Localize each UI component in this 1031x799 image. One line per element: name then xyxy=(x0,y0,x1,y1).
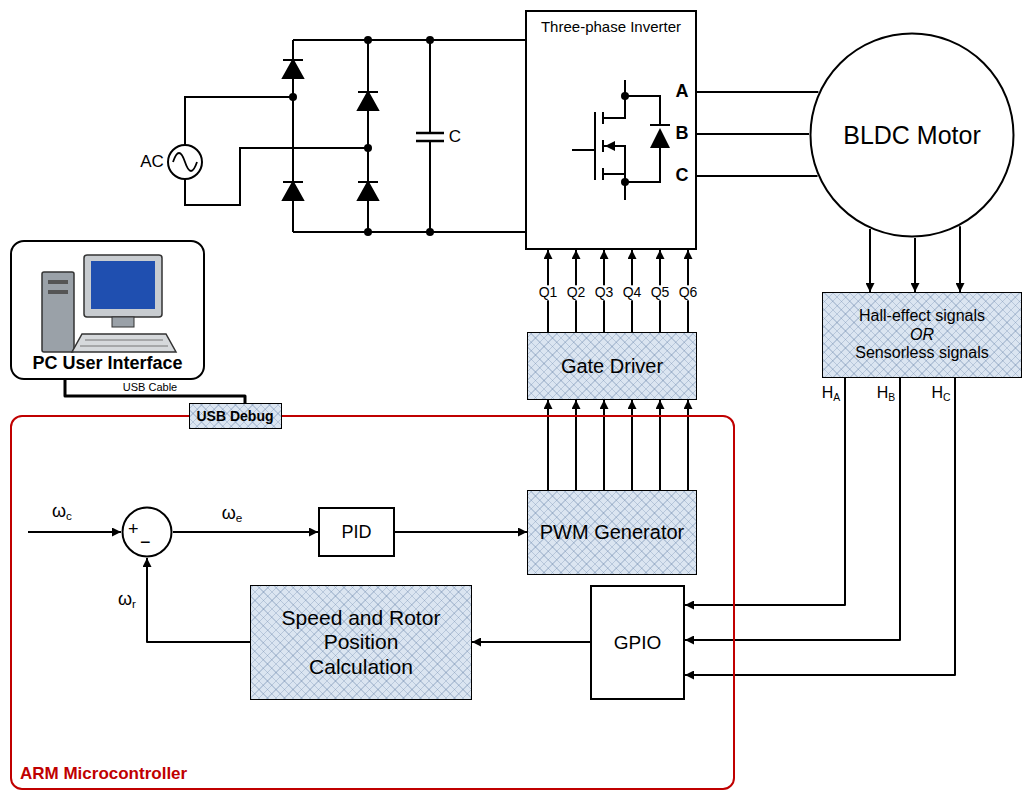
signal-label: HA xyxy=(821,384,842,402)
summing-junction: +− xyxy=(121,506,173,558)
speed-calculation-box: Speed and Rotor Position Calculation xyxy=(250,585,472,700)
gate-driver-box: Gate Driver xyxy=(527,332,697,400)
hall-signal-wire xyxy=(685,378,845,605)
source-label: AC xyxy=(139,153,165,172)
node-text: Three-phase Inverter xyxy=(541,18,681,35)
pwm-signal-arrow xyxy=(659,400,661,490)
pwm-signal-arrow xyxy=(547,400,549,490)
motor-circle: BLDC Motor xyxy=(809,32,1015,238)
pwm-signal-arrow xyxy=(575,400,577,490)
diode-symbols xyxy=(283,60,378,200)
signal-label: HC xyxy=(930,384,951,402)
signal-label: ωe xyxy=(221,504,244,524)
sensor-arrow xyxy=(959,226,961,292)
capacitor-label: C xyxy=(448,128,462,147)
node-text: Hall-effect signals xyxy=(859,307,985,325)
hall-signal-wire xyxy=(685,378,955,675)
pwm-signal-arrow xyxy=(631,400,633,490)
sensor-arrow xyxy=(869,229,871,292)
signal-label: Q6 xyxy=(678,285,699,300)
signal-label: Q5 xyxy=(650,285,671,300)
mosfet-details xyxy=(605,92,670,186)
gpio-box: GPIO xyxy=(590,585,685,700)
pwm-signal-arrow xyxy=(603,400,605,490)
computer-icon xyxy=(42,255,176,352)
reference-speed-label: ωc xyxy=(51,502,73,522)
node-text: PID xyxy=(341,522,371,543)
node-text: Sensorless signals xyxy=(855,344,988,362)
signal-label: Q2 xyxy=(566,285,587,300)
node-text: OR xyxy=(910,326,934,344)
node-text: − xyxy=(140,533,151,551)
usb-debug-box: USB Debug xyxy=(189,403,282,429)
node-text: BLDC Motor xyxy=(843,121,981,150)
node-text: Speed and Rotor Position Calculation xyxy=(271,606,451,678)
mosfet-symbol xyxy=(572,80,670,200)
ac-source-symbol xyxy=(168,145,202,179)
node-text: PC User Interface xyxy=(32,353,182,374)
rectifier-wires xyxy=(185,40,525,232)
signal-label: Q1 xyxy=(538,285,559,300)
sensor-signals-box: Hall-effect signalsORSensorless signals xyxy=(822,292,1022,378)
pwm-generator-box: PWM Generator xyxy=(527,490,697,575)
hall-signal-wire xyxy=(685,378,900,640)
node-text: Gate Driver xyxy=(561,355,663,378)
signal-label: ωr xyxy=(117,590,137,610)
capacitor-symbol xyxy=(416,133,444,141)
pid-box: PID xyxy=(318,507,395,557)
usb-cable xyxy=(65,380,245,403)
node-text: + xyxy=(128,520,139,538)
signal-label: USB Cable xyxy=(122,381,178,393)
phase-wire xyxy=(697,133,809,135)
node-text: ARM Microcontroller xyxy=(20,764,187,784)
node-text: USB Debug xyxy=(197,408,274,424)
signal-label: Q4 xyxy=(622,285,643,300)
node-text: PWM Generator xyxy=(540,521,684,544)
error-signal-arrow xyxy=(173,531,318,533)
inverter-box: Three-phase Inverter xyxy=(525,10,697,250)
phase-terminal: B xyxy=(675,124,690,144)
feedback-arrow xyxy=(147,558,250,642)
node-text: GPIO xyxy=(614,632,662,654)
pwm-signal-arrow xyxy=(687,400,689,490)
reference-input-arrow xyxy=(28,531,121,533)
pc-interface-box: PC User Interface xyxy=(10,240,205,380)
phase-terminal: C xyxy=(675,166,690,186)
phase-wire xyxy=(697,175,818,177)
position-data-arrow xyxy=(472,641,590,643)
phase-terminal: A xyxy=(675,82,690,102)
control-arrow xyxy=(395,531,527,533)
signal-label: HB xyxy=(876,384,897,402)
sensor-arrow xyxy=(914,238,916,292)
phase-wire xyxy=(697,91,818,93)
junction-dots xyxy=(289,36,434,236)
signal-label: Q3 xyxy=(594,285,615,300)
